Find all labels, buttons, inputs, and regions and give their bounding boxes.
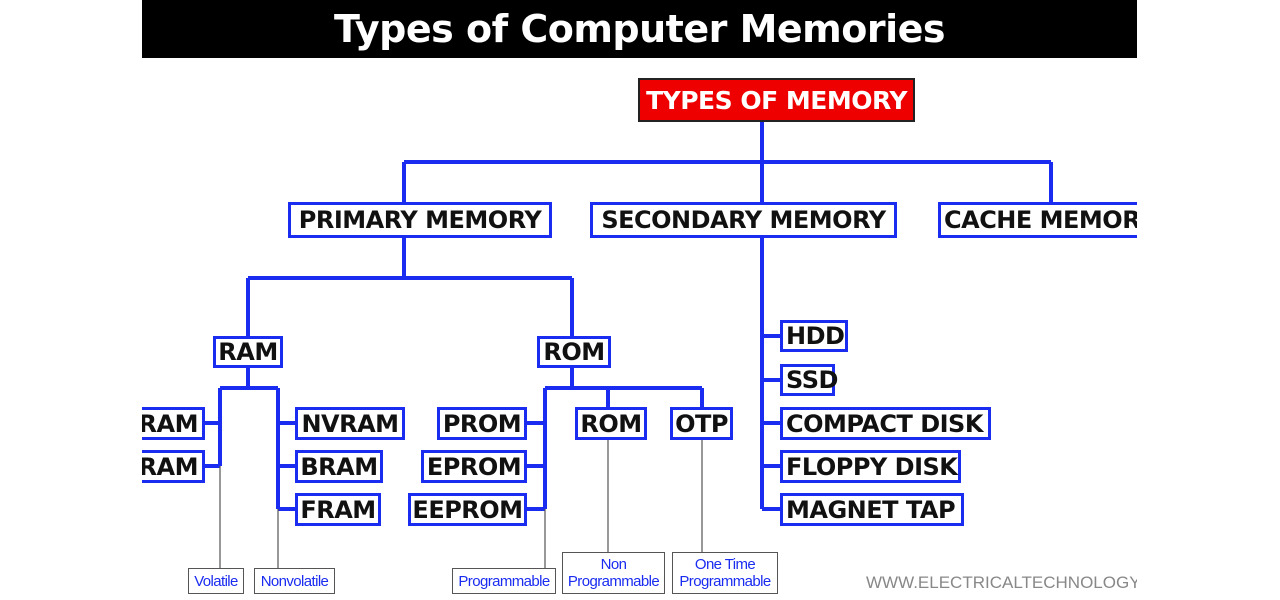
otp-node: OTP — [670, 407, 733, 440]
ssd-node: SSD — [780, 364, 838, 396]
fram-node: FRAM — [295, 493, 381, 526]
diagram-canvas: Types of Computer Memories TYPES OF MEMO… — [142, 0, 1137, 600]
eprom-node: EPROM — [421, 450, 527, 483]
volatile-note: Volatile — [188, 568, 244, 594]
secondary-connector — [760, 238, 780, 511]
magnet-tap-node: MAGNET TAP — [780, 493, 964, 526]
root-connector — [402, 122, 1053, 202]
dram-node: DRAM — [142, 450, 205, 483]
floppy-disk-node: FLOPPY DISK — [780, 450, 961, 483]
page-title: Types of Computer Memories — [142, 0, 1137, 58]
rom-node: ROM — [537, 336, 611, 368]
eeprom-node: EEPROM — [408, 493, 527, 526]
prom-node: PROM — [437, 407, 527, 440]
one-time-programmable-note: One Time Programmable — [672, 552, 778, 594]
rom-connector — [527, 368, 704, 511]
sram-node: SRAM — [142, 407, 205, 440]
rom-sub-node: ROM — [575, 407, 647, 440]
watermark: WWW.ELECTRICALTECHNOLOGY — [866, 573, 1137, 592]
hdd-node: HDD — [780, 320, 848, 352]
primary-memory-node: PRIMARY MEMORY — [288, 202, 552, 238]
nonvolatile-note: Nonvolatile — [254, 568, 335, 594]
cache-memory-node: CACHE MEMORY — [938, 202, 1137, 238]
nvram-node: NVRAM — [295, 407, 405, 440]
primary-connector — [246, 238, 574, 336]
ram-node: RAM — [213, 336, 283, 368]
bram-node: BRAM — [295, 450, 383, 483]
secondary-memory-node: SECONDARY MEMORY — [590, 202, 897, 238]
non-programmable-note: Non Programmable — [562, 552, 665, 594]
note-lines — [219, 440, 703, 568]
ram-connector — [204, 368, 295, 511]
types-of-memory-node: TYPES OF MEMORY — [638, 78, 915, 122]
compact-disk-node: COMPACT DISK — [780, 407, 991, 440]
connector-lines — [204, 122, 1053, 568]
programmable-note: Programmable — [452, 568, 556, 594]
